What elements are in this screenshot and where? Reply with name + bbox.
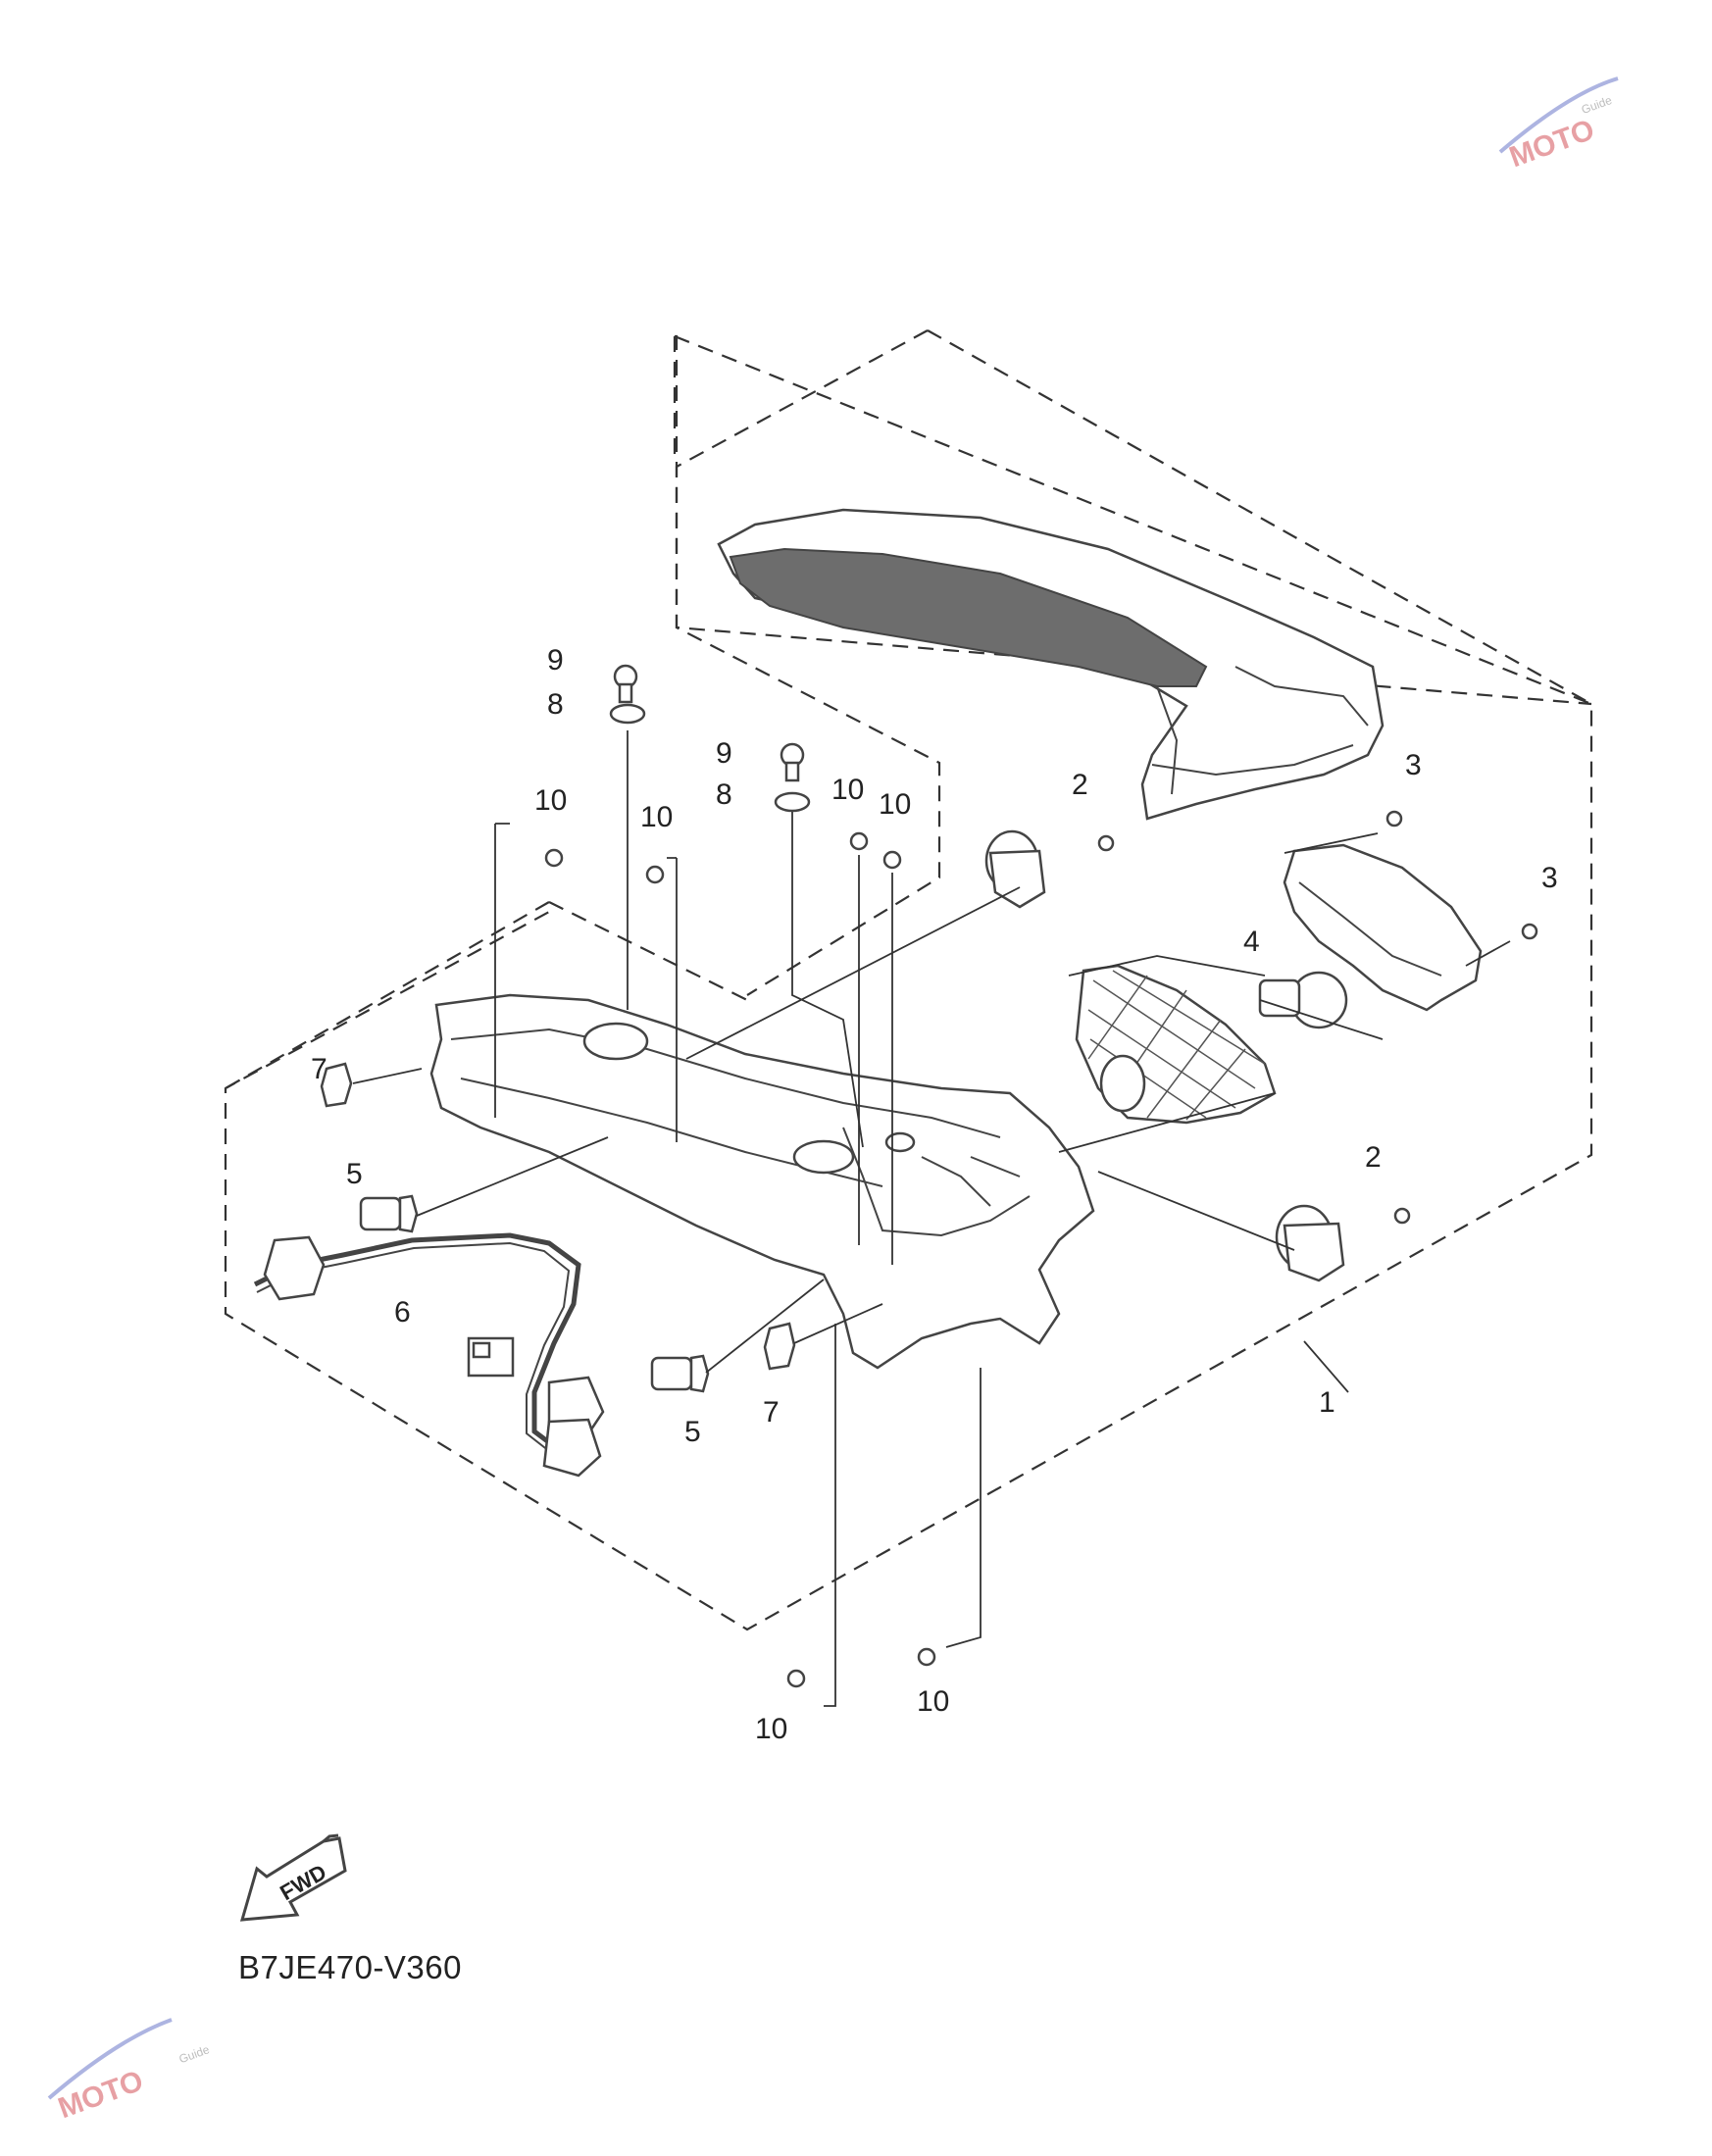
callout-2: 2 xyxy=(1072,769,1088,801)
base-bracket-part xyxy=(429,993,1095,1370)
callout-2: 2 xyxy=(1365,1141,1382,1174)
bulb-5-lower xyxy=(650,1356,693,1391)
callout-4: 4 xyxy=(1243,926,1260,958)
callout-5: 5 xyxy=(684,1416,701,1448)
diagram-code: B7JE470-V360 xyxy=(238,1949,462,1985)
svg-text:MOTO: MOTO xyxy=(54,2065,147,2126)
grommet-7-lower xyxy=(763,1322,796,1371)
callout-1: 1 xyxy=(1319,1386,1335,1419)
callout-6: 6 xyxy=(394,1296,411,1329)
grommet-7-upper xyxy=(320,1062,353,1108)
fwd-direction-arrow: FWD xyxy=(239,1833,347,1922)
callout-10: 10 xyxy=(879,788,911,821)
callout-8: 8 xyxy=(716,778,732,811)
svg-text:Guide: Guide xyxy=(1580,93,1614,117)
moto-guide-watermark-bottom: MOTO Guide xyxy=(47,2018,212,2126)
callout-10: 10 xyxy=(831,774,864,806)
callout-10: 10 xyxy=(917,1685,949,1718)
callout-7: 7 xyxy=(311,1053,327,1085)
wire-harness-part xyxy=(253,1232,605,1478)
callout-5: 5 xyxy=(346,1158,363,1190)
bulb-5-upper xyxy=(359,1196,402,1231)
callout-9: 9 xyxy=(716,737,732,770)
callout-9: 9 xyxy=(547,644,564,677)
moto-guide-watermark-top: MOTO Guide xyxy=(1498,76,1619,175)
callout-3: 3 xyxy=(1405,749,1422,781)
cover-boundary xyxy=(675,329,1592,996)
leader-lines xyxy=(352,730,1511,1707)
callout-10: 10 xyxy=(640,801,673,833)
callout-7: 7 xyxy=(763,1396,780,1429)
lens-housing-part xyxy=(1075,843,1483,1125)
cover-mesh-grille xyxy=(729,547,1208,687)
callout-3: 3 xyxy=(1541,862,1558,894)
callout-labels: 9 8 9 8 10 10 10 10 2 3 3 4 7 5 6 2 1 7 … xyxy=(311,644,1558,1745)
callout-10: 10 xyxy=(534,784,567,817)
callout-8: 8 xyxy=(547,688,564,721)
svg-text:Guide: Guide xyxy=(177,2042,212,2066)
tail-cover-part xyxy=(717,508,1385,821)
svg-text:MOTO: MOTO xyxy=(1505,114,1598,175)
callout-10: 10 xyxy=(755,1713,787,1745)
